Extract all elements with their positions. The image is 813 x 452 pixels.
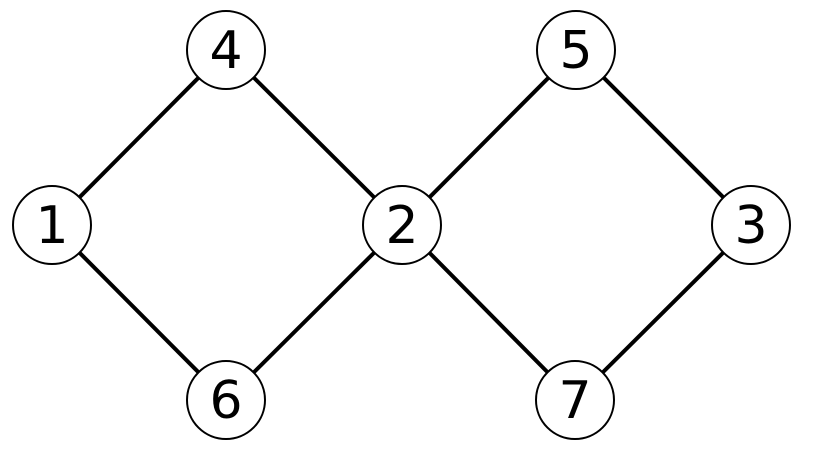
graph-node-2[interactable]: 2	[362, 185, 442, 265]
graph-node-label-2: 2	[385, 196, 418, 256]
graph-node-6[interactable]: 6	[186, 360, 266, 440]
graph-node-label-7: 7	[558, 371, 591, 431]
graph-node-7[interactable]: 7	[535, 360, 615, 440]
graph-node-circle-7[interactable]	[535, 360, 615, 440]
graph-edge-1-6	[78, 251, 200, 374]
edge-layer	[78, 76, 725, 374]
graph-node-3[interactable]: 3	[711, 185, 791, 265]
graph-edge-6-2	[252, 251, 376, 374]
graph-edge-4-2	[252, 76, 376, 199]
graph-node-circle-6[interactable]	[186, 360, 266, 440]
graph-node-circle-1[interactable]	[12, 185, 92, 265]
graph-node-circle-5[interactable]	[536, 10, 616, 90]
graph-edge-5-3	[602, 76, 725, 199]
graph-edge-2-7	[427, 251, 550, 374]
graph-node-1[interactable]: 1	[12, 185, 92, 265]
graph-node-label-3: 3	[734, 196, 767, 256]
graph-node-4[interactable]: 4	[186, 10, 266, 90]
graph-edge-2-5	[428, 76, 550, 199]
graph-edge-1-4	[78, 76, 200, 199]
graph-node-circle-2[interactable]	[362, 185, 442, 265]
graph-node-label-6: 6	[209, 371, 242, 431]
graph-edge-7-3	[601, 251, 725, 374]
graph-node-label-1: 1	[35, 196, 68, 256]
graph-node-circle-4[interactable]	[186, 10, 266, 90]
node-layer: 1 2 3 4 5 6 7	[12, 10, 791, 440]
graph-node-label-4: 4	[209, 21, 242, 81]
graph-node-label-5: 5	[559, 21, 592, 81]
graph-node-5[interactable]: 5	[536, 10, 616, 90]
graph-node-circle-3[interactable]	[711, 185, 791, 265]
